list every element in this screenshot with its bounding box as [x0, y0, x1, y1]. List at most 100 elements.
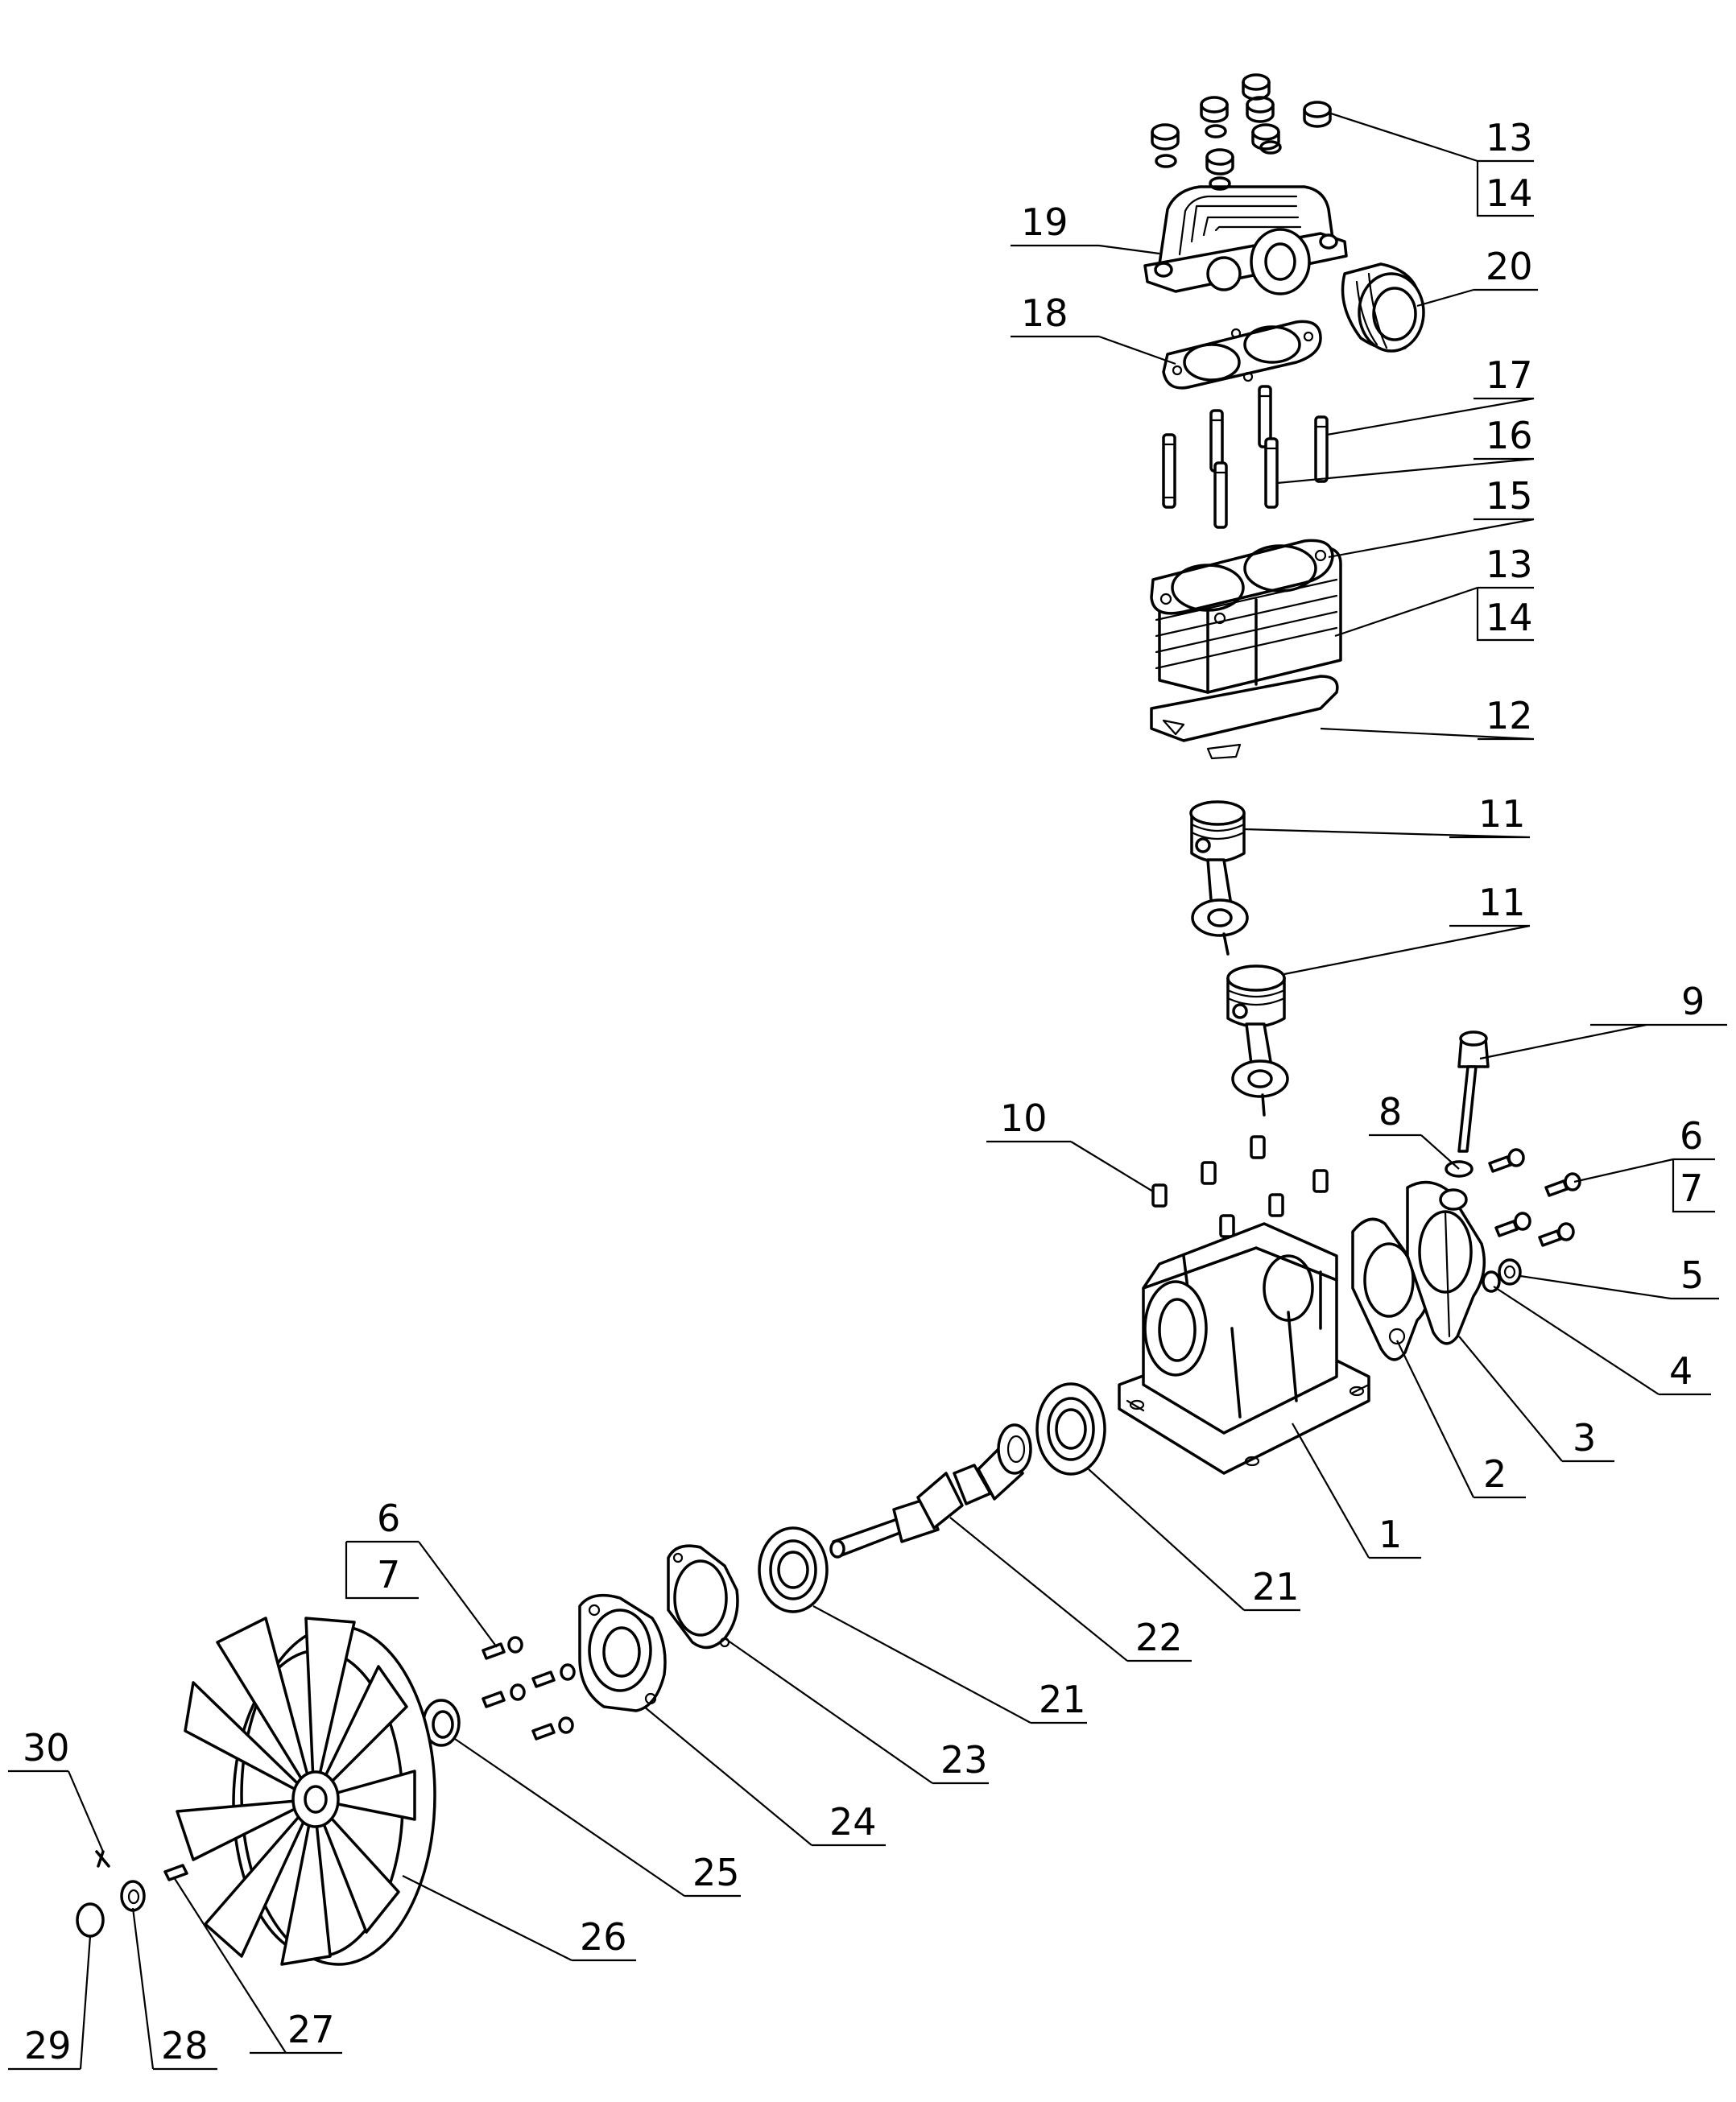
- callout-c11a: 11: [1243, 792, 1531, 839]
- leader-line: [402, 1875, 636, 1962]
- callout-number: 18: [1021, 291, 1068, 335]
- callout-c29: 29: [8, 1935, 92, 2071]
- leader-line: [8, 1770, 105, 1852]
- leader-line: [173, 1877, 342, 2055]
- callout-frame: [1476, 588, 1534, 642]
- callout-c12: 12: [1320, 694, 1535, 741]
- callout-number: 19: [1021, 200, 1068, 244]
- leader-line: [1369, 1134, 1460, 1170]
- callout-number: 8: [1378, 1090, 1402, 1134]
- callout-number: 15: [1486, 474, 1533, 518]
- callout-number: 24: [829, 1800, 877, 1844]
- leader-line: [1458, 1336, 1614, 1463]
- callout-number: 11: [1478, 881, 1526, 924]
- callout-number: 2: [1483, 1452, 1507, 1496]
- callout-c2: 2: [1396, 1340, 1526, 1499]
- callout-number: 22: [1135, 1616, 1183, 1659]
- callout-c5: 5: [1519, 1253, 1719, 1300]
- callout-c22: 22: [949, 1517, 1192, 1662]
- callout-c6a: 6: [1573, 1114, 1715, 1183]
- leader-line: [1326, 397, 1535, 436]
- callout-number: 23: [940, 1738, 988, 1782]
- callout-number: 14: [1486, 596, 1533, 639]
- bearing-main: [1035, 1382, 1106, 1476]
- rear-cover-bolts: [1488, 1148, 1581, 1247]
- leader-line: [812, 1605, 1087, 1724]
- callout-number: 4: [1669, 1349, 1693, 1393]
- callout-number: 27: [287, 2008, 335, 2051]
- callout-number: 28: [161, 2024, 209, 2067]
- callout-number: 6: [1680, 1114, 1703, 1158]
- callout-c7a: 7: [1672, 1159, 1715, 1213]
- leader-line: [8, 1935, 92, 2071]
- callout-number: 12: [1486, 694, 1533, 737]
- callout-c24: 24: [643, 1706, 886, 1847]
- leader-line: [1276, 457, 1535, 485]
- bearing-front: [758, 1526, 829, 1613]
- callout-c23: 23: [724, 1637, 989, 1785]
- callout-number: 14: [1486, 171, 1533, 215]
- head-nuts: [1151, 73, 1332, 191]
- callout-frame: [1476, 161, 1534, 217]
- callout-number: 21: [1039, 1678, 1086, 1721]
- callout-c13a: 13: [1328, 111, 1534, 163]
- callout-c21a: 21: [1088, 1468, 1300, 1612]
- leader-line: [1519, 1274, 1719, 1300]
- callout-frame: [1672, 1159, 1715, 1213]
- dowel-pins: [1151, 1135, 1329, 1238]
- head-gasket: [1162, 320, 1322, 390]
- leader-line: [346, 1540, 498, 1648]
- callout-c15: 15: [1328, 474, 1535, 559]
- callout-number: 16: [1486, 414, 1533, 457]
- callout-c28: 28: [131, 1907, 217, 2071]
- leader-line: [1011, 335, 1176, 365]
- piston-conrod-upper: [1189, 800, 1249, 956]
- callout-labels: 1234567891011111213141314151617181920212…: [8, 111, 1727, 2071]
- cylinder-gasket: [1150, 675, 1339, 760]
- callout-c16: 16: [1276, 414, 1535, 485]
- leader-line: [724, 1637, 989, 1785]
- front-cover: [578, 1593, 667, 1712]
- callout-number: 13: [1486, 116, 1533, 159]
- callout-number: 20: [1486, 245, 1533, 288]
- leader-line: [986, 1140, 1154, 1192]
- leader-line: [1334, 586, 1534, 638]
- callout-frame: [345, 1542, 419, 1600]
- callout-number: 11: [1478, 792, 1526, 836]
- leader-line: [1292, 1423, 1421, 1559]
- rear-cover: [1406, 1180, 1486, 1345]
- callout-number: 6: [377, 1497, 400, 1540]
- leader-line: [1493, 1286, 1711, 1396]
- leader-line: [454, 1738, 741, 1898]
- drain-plug: [1482, 1258, 1522, 1293]
- callout-c17: 17: [1326, 353, 1535, 436]
- callout-number: 17: [1486, 353, 1533, 397]
- callout-number: 1: [1378, 1513, 1402, 1556]
- callout-number: 29: [24, 2024, 72, 2067]
- callout-number: 26: [580, 1915, 627, 1959]
- leader-line: [643, 1706, 886, 1847]
- callout-number: 25: [692, 1851, 740, 1894]
- callout-c20: 20: [1416, 245, 1538, 308]
- callout-number: 10: [1000, 1096, 1048, 1140]
- leader-line: [949, 1517, 1192, 1662]
- callout-c30: 30: [8, 1726, 105, 1852]
- leader-line: [1243, 828, 1531, 839]
- cylinder-block: [1150, 539, 1342, 694]
- callout-number: 3: [1573, 1416, 1596, 1460]
- callout-c21b: 21: [812, 1605, 1087, 1724]
- callout-c14b: 14: [1476, 588, 1534, 642]
- callout-c4: 4: [1493, 1286, 1711, 1396]
- leader-line: [1283, 924, 1531, 976]
- callout-c11b: 11: [1283, 881, 1531, 976]
- piston-conrod-lower: [1226, 964, 1289, 1117]
- leader-line: [1328, 518, 1535, 559]
- callout-c26: 26: [402, 1875, 636, 1962]
- dipstick: [1445, 1030, 1490, 1178]
- leader-line: [1320, 727, 1535, 741]
- leader-line: [131, 1907, 217, 2071]
- cylinder-studs: [1162, 385, 1329, 529]
- flywheel-hub-parts: [76, 1850, 188, 1938]
- crankshaft: [829, 1423, 1032, 1559]
